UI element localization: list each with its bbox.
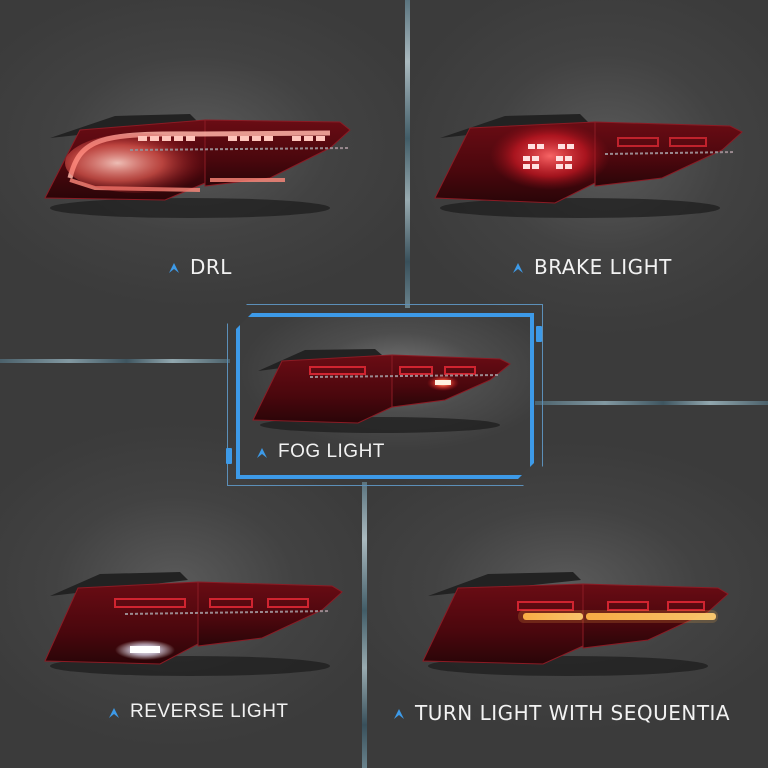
frame-accent-tab-right — [536, 326, 542, 342]
taillight-drl-image — [40, 108, 355, 218]
label-drl: DRL — [167, 255, 232, 279]
label-brake: BRAKE LIGHT — [511, 255, 672, 279]
taillight-reverse-image — [40, 566, 345, 676]
label-reverse: REVERSE LIGHT — [107, 701, 289, 723]
label-turn: TURN LIGHT WITH SEQUENTIA — [392, 701, 730, 725]
label-fog-text: FOG LIGHT — [278, 441, 385, 462]
frame-accent-tab-left — [226, 448, 232, 464]
chevron-up-icon — [169, 263, 179, 273]
chevron-up-icon — [513, 263, 523, 273]
label-turn-text: TURN LIGHT WITH SEQUENTIA — [415, 701, 731, 725]
divider-horizontal-right — [535, 401, 768, 405]
label-fog: FOG LIGHT — [255, 441, 385, 463]
chevron-up-icon — [109, 708, 119, 718]
divider-vertical-top — [405, 0, 410, 308]
taillight-turn-image — [418, 566, 733, 676]
label-brake-text: BRAKE LIGHT — [534, 255, 672, 279]
featured-frame-outline — [227, 304, 543, 486]
divider-horizontal-left — [0, 359, 230, 363]
chevron-up-icon — [394, 709, 404, 719]
taillight-brake-image — [430, 108, 750, 218]
label-reverse-text: REVERSE LIGHT — [130, 701, 289, 722]
label-drl-text: DRL — [190, 255, 232, 279]
taillight-fog-image — [250, 345, 515, 435]
chevron-up-icon — [257, 448, 267, 458]
divider-vertical-bottom — [362, 482, 367, 768]
